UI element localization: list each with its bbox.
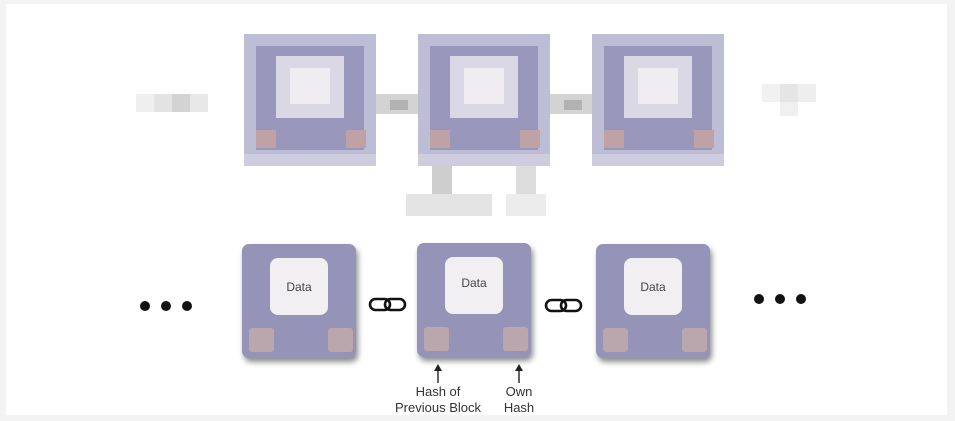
arrow-up-icon [434,364,442,383]
chain-link-icon [368,297,407,312]
own-hash-label-line-1: Own [505,384,533,399]
chain-link-icon [544,298,583,313]
block-1-previous-hash-square [249,328,274,352]
previous-hash-label-line-1: Hash of [415,384,461,399]
block-2-data-box: Data [445,257,503,314]
arrow-up-icon [515,364,523,383]
own-hash-label: Own Hash [459,384,579,416]
previous-hash-label-line-2: Previous Block [395,400,481,415]
block-3-own-hash-square [682,328,707,352]
block-1-data-box: Data [270,258,328,315]
pixelated-blockchain-image [136,34,816,216]
block-1-own-hash-square [328,328,353,352]
diagram-frame: Data Data Data Hash of [6,4,947,415]
block-3-data-box: Data [624,258,682,315]
block-2-own-hash-square [503,327,528,351]
block-2: Data [417,243,531,357]
block-3-previous-hash-square [603,328,628,352]
block-3: Data [596,244,710,358]
previous-hash-label: Hash of Previous Block [378,384,498,416]
own-hash-label-line-2: Hash [503,400,535,415]
block-1: Data [242,244,356,358]
block-2-previous-hash-square [424,327,449,351]
